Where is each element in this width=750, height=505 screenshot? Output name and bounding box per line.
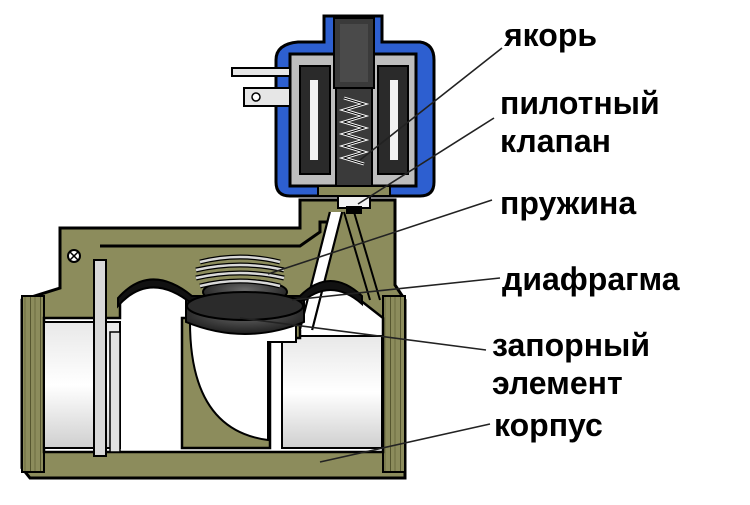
pilot-passage-fill [301,212,341,330]
label-body: корпус [494,407,603,443]
label-diaphragm: диафрагма [502,261,680,297]
label-pilot-valve-line1: пилотный [500,85,660,121]
leader-pilot-valve [357,117,495,205]
seat-inner-curve [188,321,297,442]
bleed-tube [93,259,107,457]
label-pilot-valve-line2: клапан [500,123,611,159]
inlet-pipe [43,321,121,449]
bleed-tube-inner [109,331,121,453]
electrical-terminal [231,67,291,77]
leader-spring [267,199,493,275]
leader-lines [239,47,503,463]
leader-diaphragm [291,277,501,301]
leader-armature [359,47,503,161]
outlet-pipe [281,335,383,449]
label-closing-element-line1: запорный [492,327,651,363]
label-spring: пружина [500,185,637,221]
label-armature: якорь [504,17,598,53]
label-closing-element-line2: элемент [492,365,623,401]
coil-assembly [231,14,436,214]
spring [195,254,285,289]
closing-element [185,279,305,335]
leader-closing-element [239,317,487,351]
valve-body [20,198,407,480]
leader-body [319,423,491,463]
cover-channel [100,220,338,248]
left-port-thread [21,295,45,473]
coil-base [317,185,391,197]
